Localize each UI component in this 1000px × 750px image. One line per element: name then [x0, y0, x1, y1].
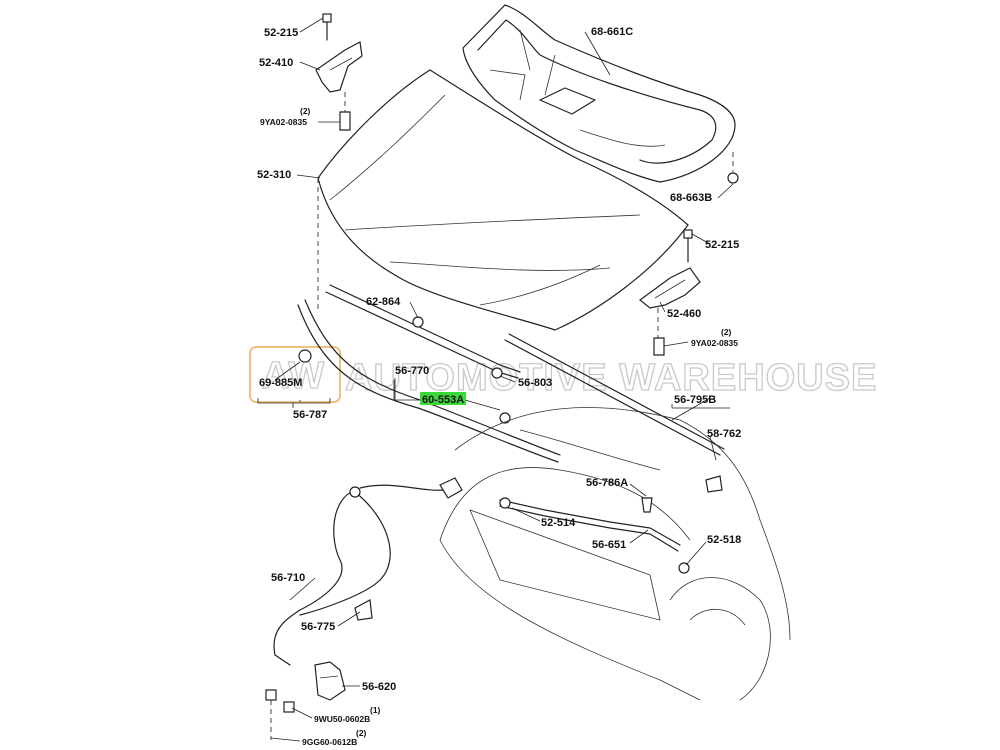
part-label-9wu50-0602b: 9WU50-0602B — [314, 714, 370, 724]
part-label-52-215-top: 52-215 — [264, 27, 298, 39]
part-labels: 52-215 52-410 (2) 9YA02-0835 52-310 68-6… — [257, 26, 741, 747]
part-label-56-795b: 56-795B — [674, 394, 716, 406]
hood-insulator — [462, 4, 736, 183]
part-qty-9gg60: (2) — [356, 728, 367, 738]
part-label-52-410: 52-410 — [259, 57, 293, 69]
part-label-56-775: 56-775 — [301, 621, 335, 633]
hood-hinge-left — [315, 13, 363, 131]
watermark-logo-text: AW — [262, 355, 325, 397]
part-label-56-786a: 56-786A — [586, 477, 628, 489]
leader-lines — [270, 17, 734, 742]
support-rod — [499, 475, 723, 574]
part-label-9ya02-0835-top: 9YA02-0835 — [260, 117, 307, 127]
hood-latch — [265, 661, 346, 740]
hood-hinge-right — [639, 229, 701, 356]
part-label-52-310: 52-310 — [257, 169, 291, 181]
part-label-52-460: 52-460 — [667, 308, 701, 320]
part-label-62-864: 62-864 — [366, 296, 401, 308]
hood-panel — [317, 69, 689, 331]
part-label-58-762: 58-762 — [707, 428, 741, 440]
car-body-outline — [439, 407, 791, 701]
part-label-60-553a: 60-553A — [422, 394, 464, 406]
part-label-9gg60-0612b: 9GG60-0612B — [302, 737, 357, 747]
part-label-68-663b: 68-663B — [670, 192, 712, 204]
part-label-52-518: 52-518 — [707, 534, 741, 546]
part-label-56-787: 56-787 — [293, 409, 327, 421]
part-label-68-661c: 68-661C — [591, 26, 633, 38]
part-label-56-803: 56-803 — [518, 377, 552, 389]
part-label-69-885m: 69-885M — [259, 377, 302, 389]
part-qty-9wu50: (1) — [370, 705, 381, 715]
part-60-553a-highlight — [420, 392, 466, 405]
part-qty-top-bolt: (2) — [300, 106, 311, 116]
part-label-56-770: 56-770 — [395, 365, 429, 377]
watermark-logo-box — [249, 346, 341, 403]
part-label-9ya02-0835-right: 9YA02-0835 — [691, 338, 738, 348]
front-seal — [297, 284, 561, 463]
part-label-56-710: 56-710 — [271, 572, 305, 584]
release-cable — [273, 477, 463, 666]
part-qty-right-bolt: (2) — [721, 327, 732, 337]
part-label-56-620: 56-620 — [362, 681, 396, 693]
part-label-52-514: 52-514 — [541, 517, 576, 529]
part-label-52-215-right: 52-215 — [705, 239, 739, 251]
part-label-56-651: 56-651 — [592, 539, 626, 551]
rear-seal — [504, 339, 721, 456]
clip-68-663b-icon — [727, 172, 739, 184]
